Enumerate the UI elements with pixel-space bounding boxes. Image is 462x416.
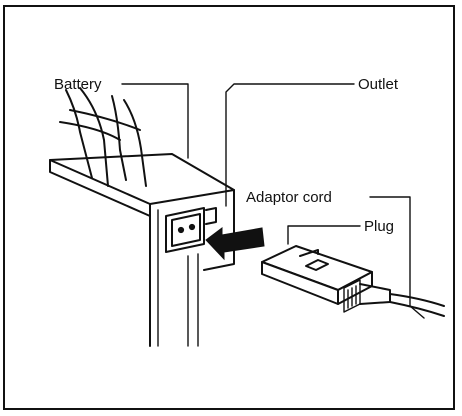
- battery-leader-line: [121, 83, 189, 159]
- battery-label: Battery: [54, 76, 102, 93]
- plug-leader-line: [287, 225, 361, 245]
- adaptor-cord-lower: [389, 301, 445, 317]
- plug-label: Plug: [364, 218, 394, 235]
- adaptor-cord-label: Adaptor cord: [246, 189, 332, 206]
- battery-pack: [49, 87, 235, 347]
- outlet-leader-line: [225, 83, 355, 207]
- outlet-socket: [165, 207, 217, 253]
- plug: [261, 245, 391, 313]
- insertion-arrow: [205, 227, 265, 261]
- adaptor-cord-leader-line: [369, 196, 425, 319]
- figure-frame: [3, 5, 455, 410]
- outlet-label: Outlet: [358, 76, 399, 93]
- adaptor-cord: [389, 293, 445, 307]
